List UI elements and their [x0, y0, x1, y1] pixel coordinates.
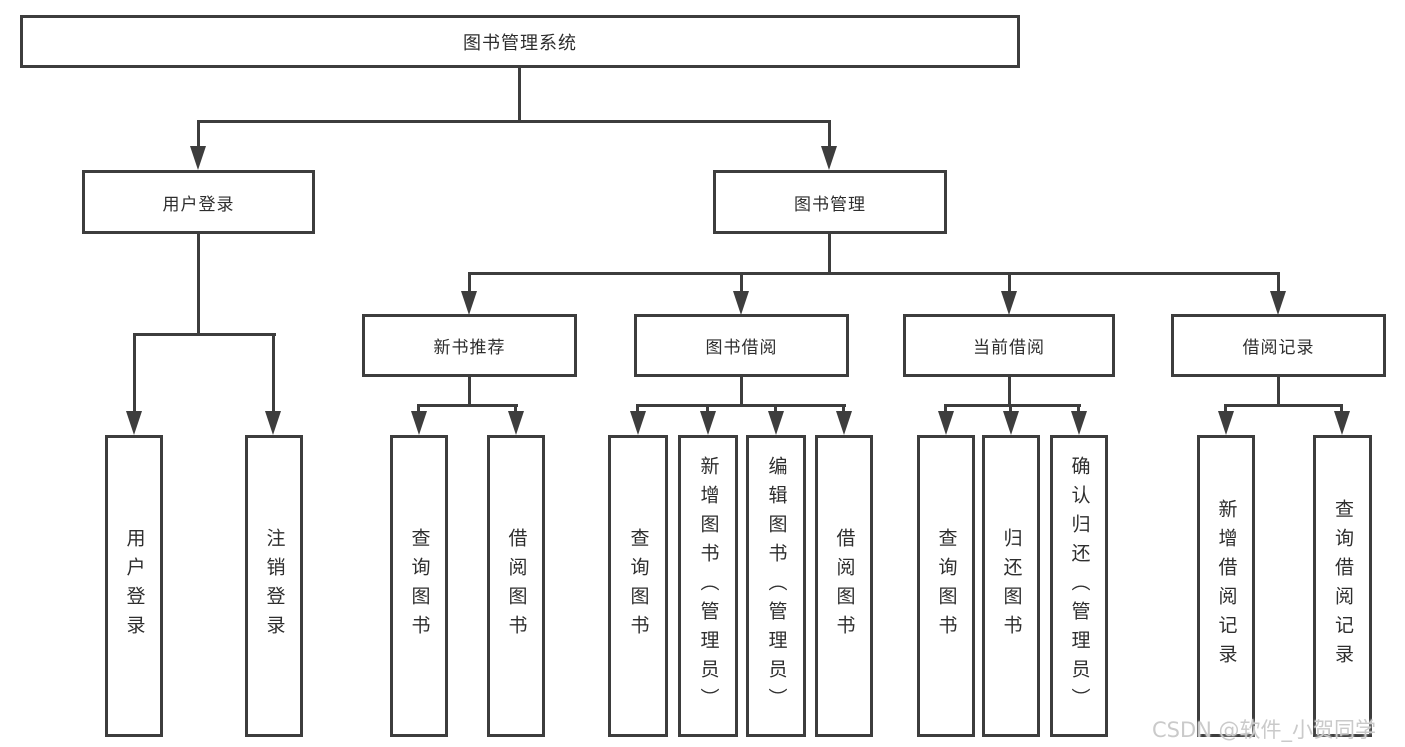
arrow-down-icon	[1003, 411, 1019, 435]
connector-line-v	[1008, 377, 1011, 407]
connector-line-h	[636, 404, 846, 407]
arrow-down-icon	[836, 411, 852, 435]
node-leaf-add-borrow-record: 新增借阅记录	[1197, 435, 1255, 737]
csdn-watermark: CSDN @软件_小贺同学	[1152, 718, 1377, 742]
arrow-down-icon	[190, 146, 206, 170]
node-label: 确认归还（管理员）	[1068, 455, 1091, 717]
node-label: 查询图书	[408, 528, 431, 644]
node-label: 新书推荐	[433, 338, 506, 358]
node-leaf-query-books-current: 查询图书	[917, 435, 975, 737]
connector-line-h	[944, 404, 1081, 407]
node-leaf-return-books: 归还图书	[982, 435, 1040, 737]
connector-line-v	[133, 336, 136, 413]
node-label: 查询借阅记录	[1332, 499, 1354, 673]
node-label: 归还图书	[1000, 528, 1023, 644]
node-leaf-logout: 注销登录	[245, 435, 303, 737]
connector-line-v	[197, 123, 200, 149]
arrow-down-icon	[1071, 411, 1087, 435]
arrow-down-icon	[1334, 411, 1350, 435]
node-label: 用户登录	[162, 194, 235, 215]
node-label: 新增借阅记录	[1215, 499, 1238, 673]
node-label: 注销登录	[263, 528, 286, 644]
arrow-down-icon	[411, 411, 427, 435]
arrow-down-icon	[461, 291, 477, 315]
connector-line-h	[417, 404, 518, 407]
connector-line-v	[468, 377, 471, 407]
node-leaf-borrow-books: 借阅图书	[815, 435, 873, 737]
connector-line-v	[1277, 275, 1280, 293]
connector-line-v	[518, 68, 521, 123]
arrow-down-icon	[508, 411, 524, 435]
connector-line-v	[197, 234, 200, 335]
connector-line-v	[828, 234, 831, 274]
node-book-management: 图书管理	[713, 170, 947, 234]
connector-line-v	[740, 275, 743, 293]
node-leaf-user-login: 用户登录	[105, 435, 163, 737]
node-borrowing-records: 借阅记录	[1171, 314, 1386, 377]
node-label: 图书借阅	[705, 338, 778, 358]
connector-line-v	[272, 336, 275, 413]
node-label: 借阅记录	[1242, 338, 1315, 358]
connector-line-h	[197, 120, 831, 123]
arrow-down-icon	[265, 411, 281, 435]
connector-line-h	[1224, 404, 1343, 407]
node-leaf-add-books-admin: 新增图书（管理员）	[678, 435, 738, 737]
node-leaf-borrow-books-recommend: 借阅图书	[487, 435, 545, 737]
node-leaf-edit-books-admin: 编辑图书（管理员）	[746, 435, 806, 737]
node-label: 查询图书	[627, 528, 650, 644]
node-library-management-system: 图书管理系统	[20, 15, 1020, 68]
node-new-book-recommend: 新书推荐	[362, 314, 577, 377]
node-label: 借阅图书	[833, 528, 856, 644]
arrow-down-icon	[1001, 291, 1017, 315]
node-leaf-query-borrow-record: 查询借阅记录	[1313, 435, 1372, 737]
arrow-down-icon	[630, 411, 646, 435]
arrow-down-icon	[821, 146, 837, 170]
node-leaf-query-books-recommend: 查询图书	[390, 435, 448, 737]
node-label: 图书管理	[794, 194, 866, 215]
node-leaf-confirm-return-admin: 确认归还（管理员）	[1050, 435, 1108, 737]
node-current-borrowing: 当前借阅	[903, 314, 1115, 377]
connector-line-v	[740, 377, 743, 407]
connector-line-h	[468, 272, 1280, 275]
arrow-down-icon	[1218, 411, 1234, 435]
arrow-down-icon	[733, 291, 749, 315]
node-label: 编辑图书（管理员）	[765, 455, 788, 717]
node-user-login: 用户登录	[82, 170, 315, 234]
node-label: 当前借阅	[973, 338, 1045, 358]
connector-line-v	[1008, 275, 1011, 293]
node-label: 新增图书（管理员）	[697, 455, 720, 717]
node-book-borrowing: 图书借阅	[634, 314, 849, 377]
connector-line-v	[1277, 377, 1280, 407]
node-label: 用户登录	[123, 528, 146, 644]
node-label: 查询图书	[935, 528, 958, 644]
arrow-down-icon	[126, 411, 142, 435]
connector-line-v	[468, 275, 471, 293]
node-label: 图书管理系统	[463, 32, 577, 54]
connector-line-v	[828, 123, 831, 149]
connector-line-h	[133, 333, 276, 336]
arrow-down-icon	[1270, 291, 1286, 315]
arrow-down-icon	[938, 411, 954, 435]
arrow-down-icon	[768, 411, 784, 435]
node-label: 借阅图书	[505, 528, 528, 644]
node-leaf-query-books-borrowing: 查询图书	[608, 435, 668, 737]
arrow-down-icon	[700, 411, 716, 435]
